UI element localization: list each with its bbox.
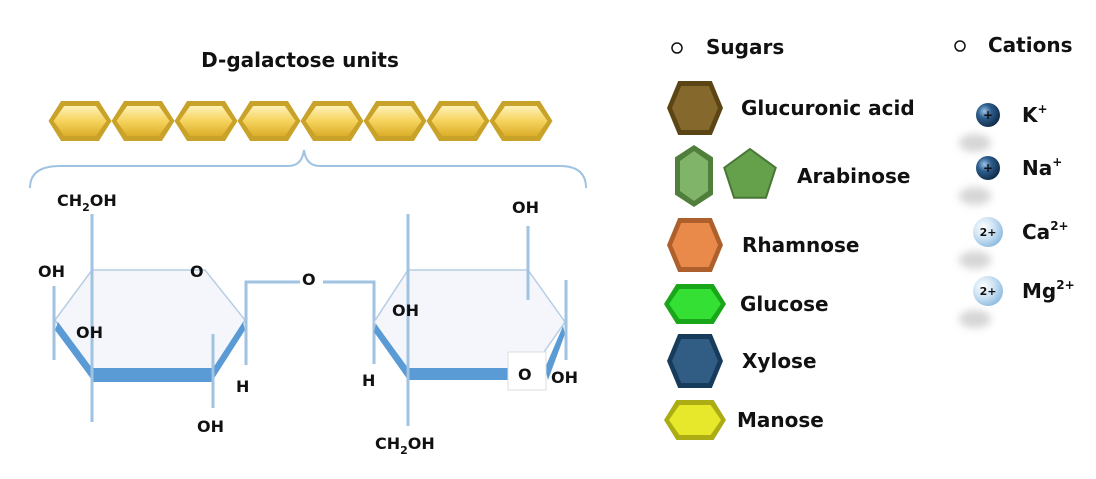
cation-shadow [959,251,991,269]
sugar-hexagon-face [672,86,718,130]
galactose-chain [48,101,553,141]
right-sugar-ring: H OH OH O OH CH2OH [362,198,578,457]
cation-legend-item: + Na+ [959,155,1062,205]
galactose-unit [363,101,427,141]
cation-shadow [959,310,991,328]
cation-legend-label: Mg2+ [1022,278,1075,303]
galactose-unit [237,101,301,141]
left-ch2oh-label: CH2OH [57,191,117,214]
left-sugar-ring: CH2OH OH O OH OH H [38,191,300,436]
arabinose-pentagon-icon [723,147,777,199]
cations-heading: Cations [988,33,1072,57]
cations-bullet-icon [954,40,966,52]
galactose-unit [426,101,490,141]
sugars-bullet-icon [671,42,683,54]
sugar-legend-item: Manose [664,400,824,440]
sugar-legend-item: Glucuronic acid [667,81,915,135]
left-oh-c3-label: OH [76,323,103,342]
galactose-unit [300,101,364,141]
sugar-hexagon-face [672,339,718,383]
galactose-unit-face [368,106,422,136]
galactose-unit [48,101,112,141]
galactose-unit [111,101,175,141]
galactose-unit-face [431,106,485,136]
cation-legend-label: Na+ [1022,155,1062,180]
left-h-label: H [236,377,249,396]
right-ring-oxygen-box [507,351,547,391]
glycosidic-oxygen-label: O [302,270,316,289]
cation-legend-label: K+ [1022,102,1048,127]
right-oh-c1-label: OH [551,368,578,387]
cations-legend: Cations + K+ + Na+ 2+ Ca2+ 2+ Mg2+ [954,33,1075,328]
galactose-brace [29,149,587,189]
diagram-title: D-galactose units [201,48,399,72]
right-ring-bottom-band-right [545,326,565,380]
right-h-label: H [362,371,375,390]
sugar-legend-label: Glucuronic acid [741,96,915,120]
sugar-legend-label: Arabinose [797,164,910,188]
galactose-unit [489,101,553,141]
right-ch2oh-label: CH2OH [375,434,435,457]
sugar-hexagon-face [669,405,721,435]
sugar-legend-label: Xylose [742,349,817,373]
arabinose-hexagon-face [680,151,708,201]
sugars-legend: Sugars Glucuronic acidArabinoseRhamnoseG… [664,35,915,440]
right-oh-top-label: OH [512,198,539,217]
sugar-legend-label: Manose [737,408,824,432]
cation-legend-item: + K+ [959,102,1048,152]
right-bridge-line [323,280,376,364]
galactose-unit-face [242,106,296,136]
cation-sphere-icon [976,103,1000,127]
left-ring-bottom-band [55,322,245,380]
cation-sphere-icon [973,276,1003,306]
sugar-legend-item: Rhamnose [667,218,859,272]
galactose-unit-face [53,106,107,136]
galactose-unit-face [305,106,359,136]
sugar-legend-item: Glucose [664,284,829,324]
galactose-unit-face [494,106,548,136]
sugar-legend-item: Arabinose [675,145,910,207]
left-bridge-line [244,280,300,365]
galactose-unit-face [116,106,170,136]
galactose-unit-face [179,106,233,136]
cation-charge-badge: + [983,161,993,175]
right-ring-bottom-band [374,324,510,380]
cation-legend-label: Ca2+ [1022,219,1069,244]
right-oh-inner-label: OH [392,301,419,320]
sugar-hexagon-face [669,289,721,319]
sugar-legend-label: Glucose [740,292,829,316]
left-oh-c4-label: OH [38,262,65,281]
cation-charge-badge: + [983,108,993,122]
cation-shadow [959,187,991,205]
right-ring-oxygen-label: O [518,365,532,384]
cation-shadow [959,134,991,152]
cation-charge-badge: 2+ [980,285,997,298]
galactose-unit [174,101,238,141]
cation-charge-badge: 2+ [980,226,997,239]
sugar-hexagon-face [672,223,718,267]
sugar-legend-label: Rhamnose [742,233,859,257]
cation-sphere-icon [976,156,1000,180]
left-ring-oxygen-label: O [190,262,204,281]
sugar-legend-item: Xylose [667,334,817,388]
cation-legend-item: 2+ Ca2+ [959,217,1069,269]
sugars-heading: Sugars [706,35,784,59]
cation-legend-item: 2+ Mg2+ [959,276,1075,328]
left-oh-c2-label: OH [197,417,224,436]
cation-sphere-icon [973,217,1003,247]
